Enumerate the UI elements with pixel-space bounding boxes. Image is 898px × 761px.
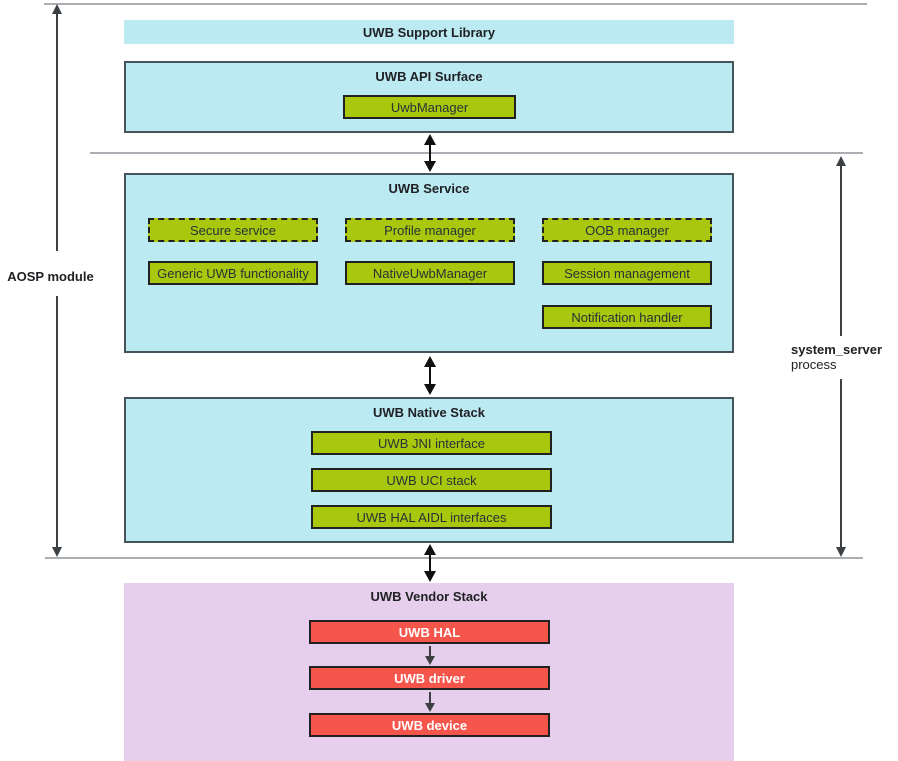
native-stack-title: UWB Native Stack [373,405,485,420]
system-server-arrow-shaft-lower [840,379,842,548]
module-uwb-device: UWB device [309,713,550,737]
system-server-arrow-down-icon [836,547,846,557]
module-uwb-driver: UWB driver [309,666,550,690]
system-server-label: system_server [791,342,883,357]
module-oob-manager: OOB manager [542,218,712,242]
module-profile-manager: Profile manager [345,218,515,242]
layer-uwb-service: UWB Service Secure service Profile manag… [124,173,734,353]
module-uwb-hal: UWB HAL [309,620,550,644]
arrow-hal-to-driver-icon [425,646,435,665]
aosp-module-label: AOSP module [7,269,94,284]
arrow-service-to-native-icon [424,356,436,395]
service-title: UWB Service [388,181,470,196]
aosp-arrow-up-icon [52,4,62,14]
layer-uwb-api-surface: UWB API Surface UwbManager [124,61,734,133]
aosp-arrow-shaft-upper [56,13,58,251]
layer-uwb-native-stack: UWB Native Stack UWB JNI interface UWB U… [124,397,734,543]
module-uwb-uci-stack: UWB UCI stack [311,468,552,492]
module-uwbmanager: UwbManager [343,95,516,119]
layer-uwb-support-library: UWB Support Library [124,20,734,44]
system-server-arrow-shaft-upper [840,165,842,336]
module-uwb-jni-interface: UWB JNI interface [311,431,552,455]
aosp-arrow-shaft-lower [56,296,58,548]
module-secure-service: Secure service [148,218,318,242]
vendor-stack-title: UWB Vendor Stack [370,589,488,604]
system-server-process-label: system_server process [791,342,882,372]
aosp-arrow-down-icon [52,547,62,557]
module-notification-handler: Notification handler [542,305,712,329]
separator-line-middle [90,152,863,154]
module-uwb-hal-aidl-interfaces: UWB HAL AIDL interfaces [311,505,552,529]
separator-line-top [44,3,867,5]
module-session-management: Session management [542,261,712,285]
module-native-uwb-manager: NativeUwbManager [345,261,515,285]
arrow-native-to-vendor-icon [424,544,436,582]
arrow-api-to-service-icon [424,134,436,172]
system-server-arrow-up-icon [836,156,846,166]
arrow-driver-to-device-icon [425,692,435,712]
api-surface-title: UWB API Surface [375,69,483,84]
support-library-title: UWB Support Library [362,24,496,40]
module-generic-uwb-functionality: Generic UWB functionality [148,261,318,285]
separator-line-bottom [45,557,863,559]
layer-uwb-vendor-stack: UWB Vendor Stack UWB HAL UWB driver UWB … [124,583,734,761]
process-label: process [791,357,837,372]
